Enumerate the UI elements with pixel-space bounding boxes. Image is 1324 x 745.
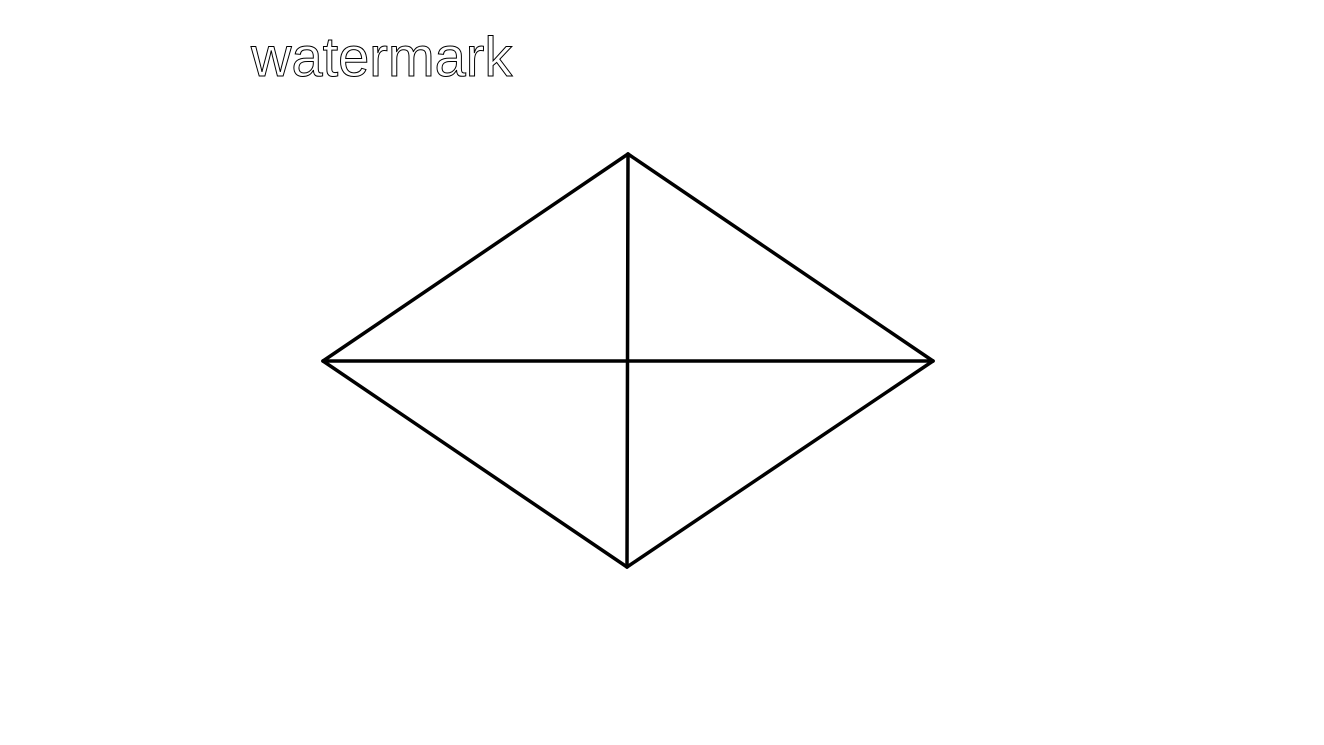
watermark-text: watermark	[250, 25, 513, 88]
edge-bottom-right	[625, 359, 935, 569]
edge-bottom-left	[321, 359, 629, 569]
edge-top-left	[321, 152, 630, 363]
edge-top-right	[626, 152, 935, 363]
